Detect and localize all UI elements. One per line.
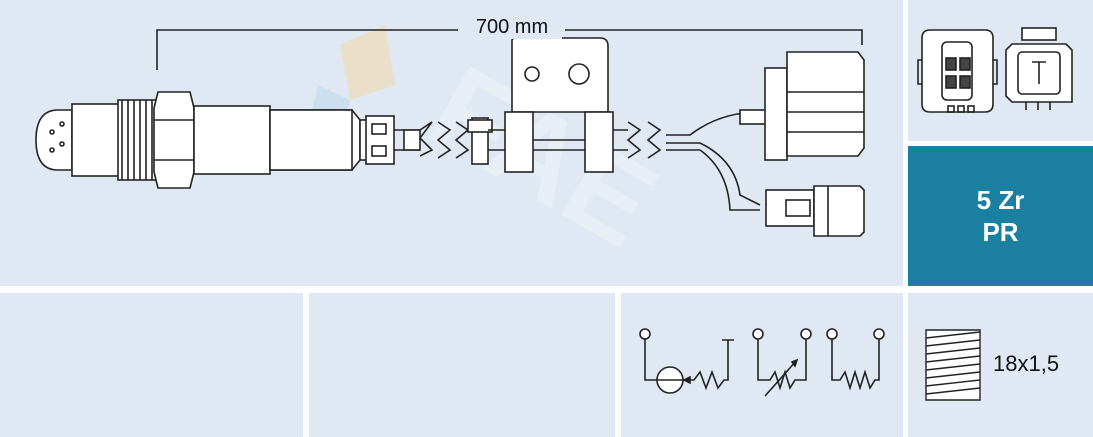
sensor-type-line1: 5 Zr <box>976 185 1025 215</box>
sensor-type-text: 5 Zr PR <box>908 146 1093 286</box>
sensor-type-line2: PR <box>982 217 1019 247</box>
sensor-type-badge <box>908 146 1093 286</box>
thread-size-label: 18x1,5 <box>993 351 1060 376</box>
empty-panel-middle <box>309 293 615 437</box>
empty-panel-left <box>0 293 303 437</box>
length-dimension-label: 700 mm <box>462 16 562 39</box>
circuit-panel <box>621 293 903 437</box>
